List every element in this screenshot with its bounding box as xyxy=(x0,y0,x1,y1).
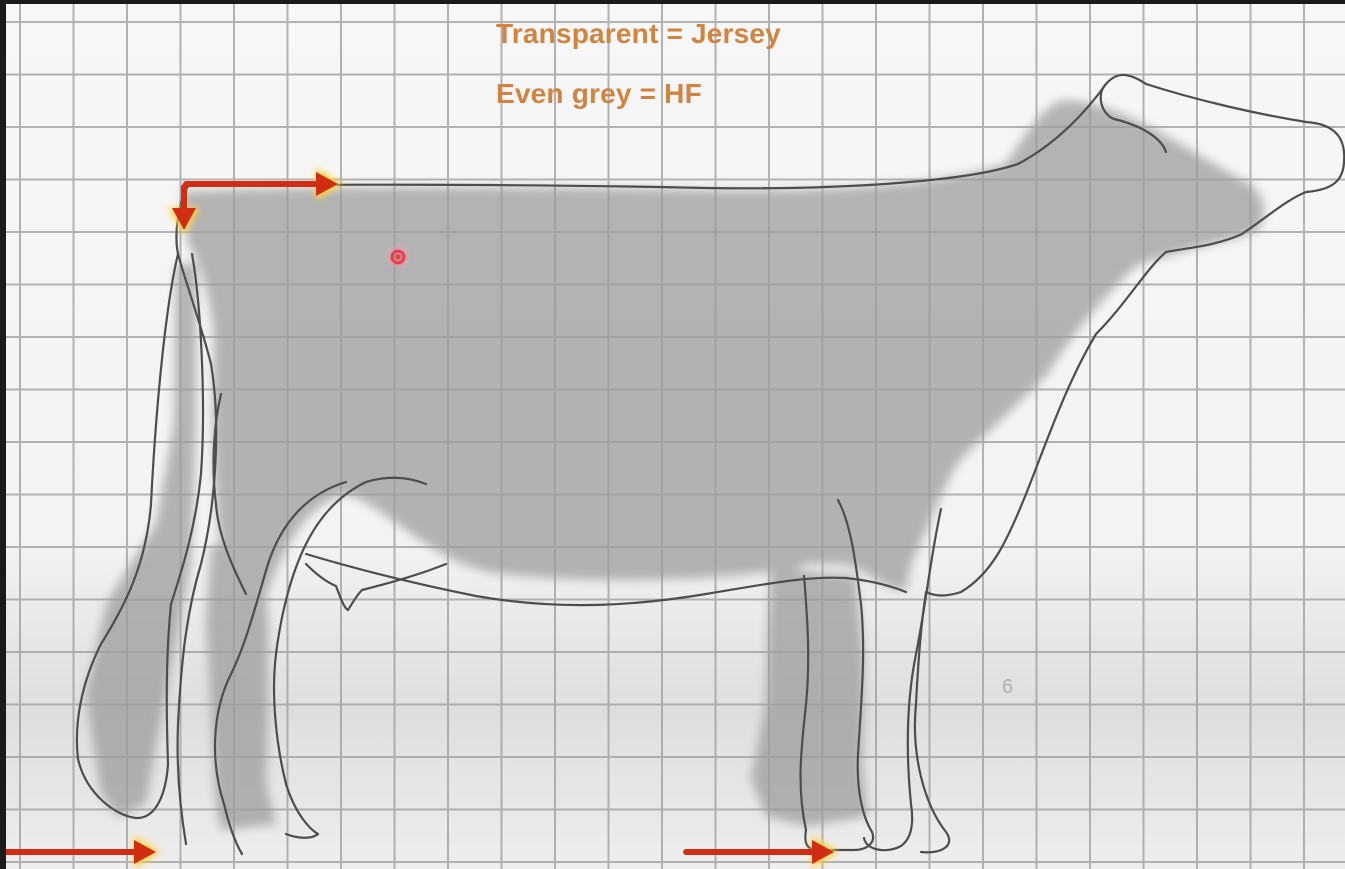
slide-number: 6 xyxy=(1002,676,1013,699)
slide: Transparent = Jersey Even grey = HF 6 xyxy=(6,4,1345,869)
hf-hind-leg xyxy=(206,544,276,830)
cow-comparison-diagram xyxy=(6,4,1345,869)
legend-hf-label: Even grey = HF xyxy=(496,78,702,110)
laser-pointer-icon xyxy=(385,244,411,270)
legend-jersey-label: Transparent = Jersey xyxy=(496,18,781,50)
